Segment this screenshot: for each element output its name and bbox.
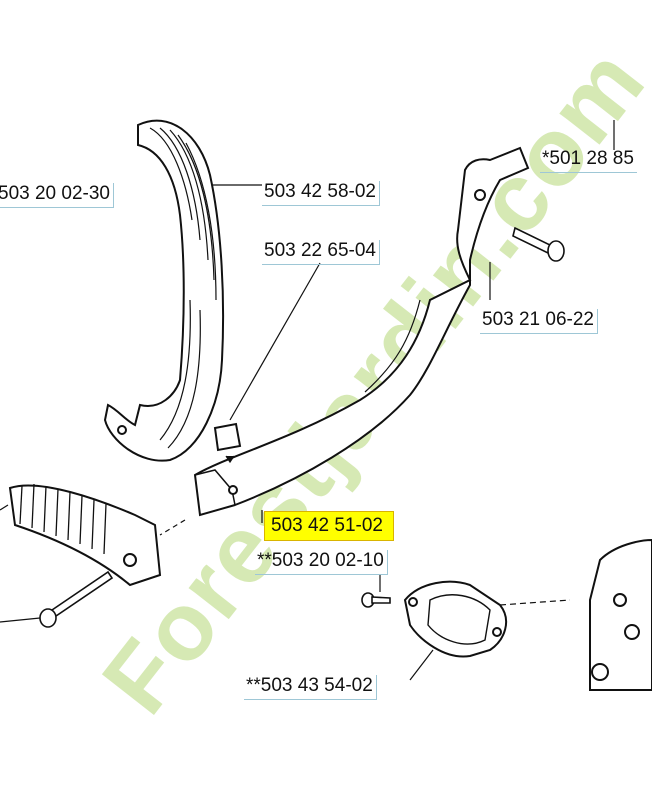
pad <box>213 422 242 452</box>
label-501-28-85: *501 28 85 <box>540 148 637 173</box>
label-503-42-51-02-highlighted: 503 42 51-02 <box>264 511 394 541</box>
screw-bottom <box>39 570 114 628</box>
front-handle-bar <box>103 119 225 462</box>
label-503-43-54-02: **503 43 54-02 <box>244 675 377 700</box>
handle-guard-arm <box>193 146 530 517</box>
label-503-22-65-04: 503 22 65-04 <box>262 240 380 265</box>
engine-block <box>589 538 652 691</box>
label-503-21-06-22: 503 21 06-22 <box>480 309 598 334</box>
small-screw <box>361 592 391 608</box>
label-503-42-58-02: 503 42 58-02 <box>262 181 380 206</box>
label-503-20-02-30: 503 20 02-30 <box>0 183 114 208</box>
cover-plate <box>403 580 508 658</box>
rear-grip <box>8 483 162 587</box>
label-503-20-02-10: **503 20 02-10 <box>255 550 388 575</box>
leader-lines <box>0 120 615 681</box>
screw-top <box>512 226 565 262</box>
